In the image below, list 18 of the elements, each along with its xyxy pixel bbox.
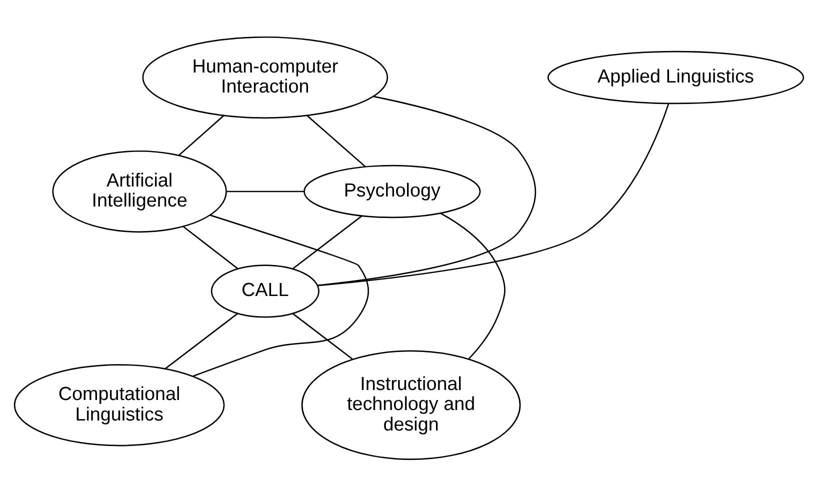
connector <box>318 102 670 286</box>
node-ellipse: CALL <box>210 264 320 318</box>
connector <box>306 114 366 167</box>
connector <box>178 114 224 156</box>
node-ellipse: Computational Linguistics <box>14 364 225 446</box>
node-ellipse: Applied Linguistics <box>547 50 804 104</box>
connector <box>192 214 369 376</box>
connector <box>317 95 536 286</box>
connector <box>292 312 353 360</box>
node-ellipse: Artificial Intelligence <box>52 150 227 232</box>
connector <box>440 212 506 359</box>
connector <box>226 190 304 192</box>
connector <box>292 214 362 270</box>
node-ellipse: Instructional technology and design <box>301 350 521 460</box>
node-ellipse: Human-computer Interaction <box>142 36 388 118</box>
connector <box>164 312 238 369</box>
connector <box>182 225 238 269</box>
node-ellipse: Psychology <box>304 164 481 218</box>
